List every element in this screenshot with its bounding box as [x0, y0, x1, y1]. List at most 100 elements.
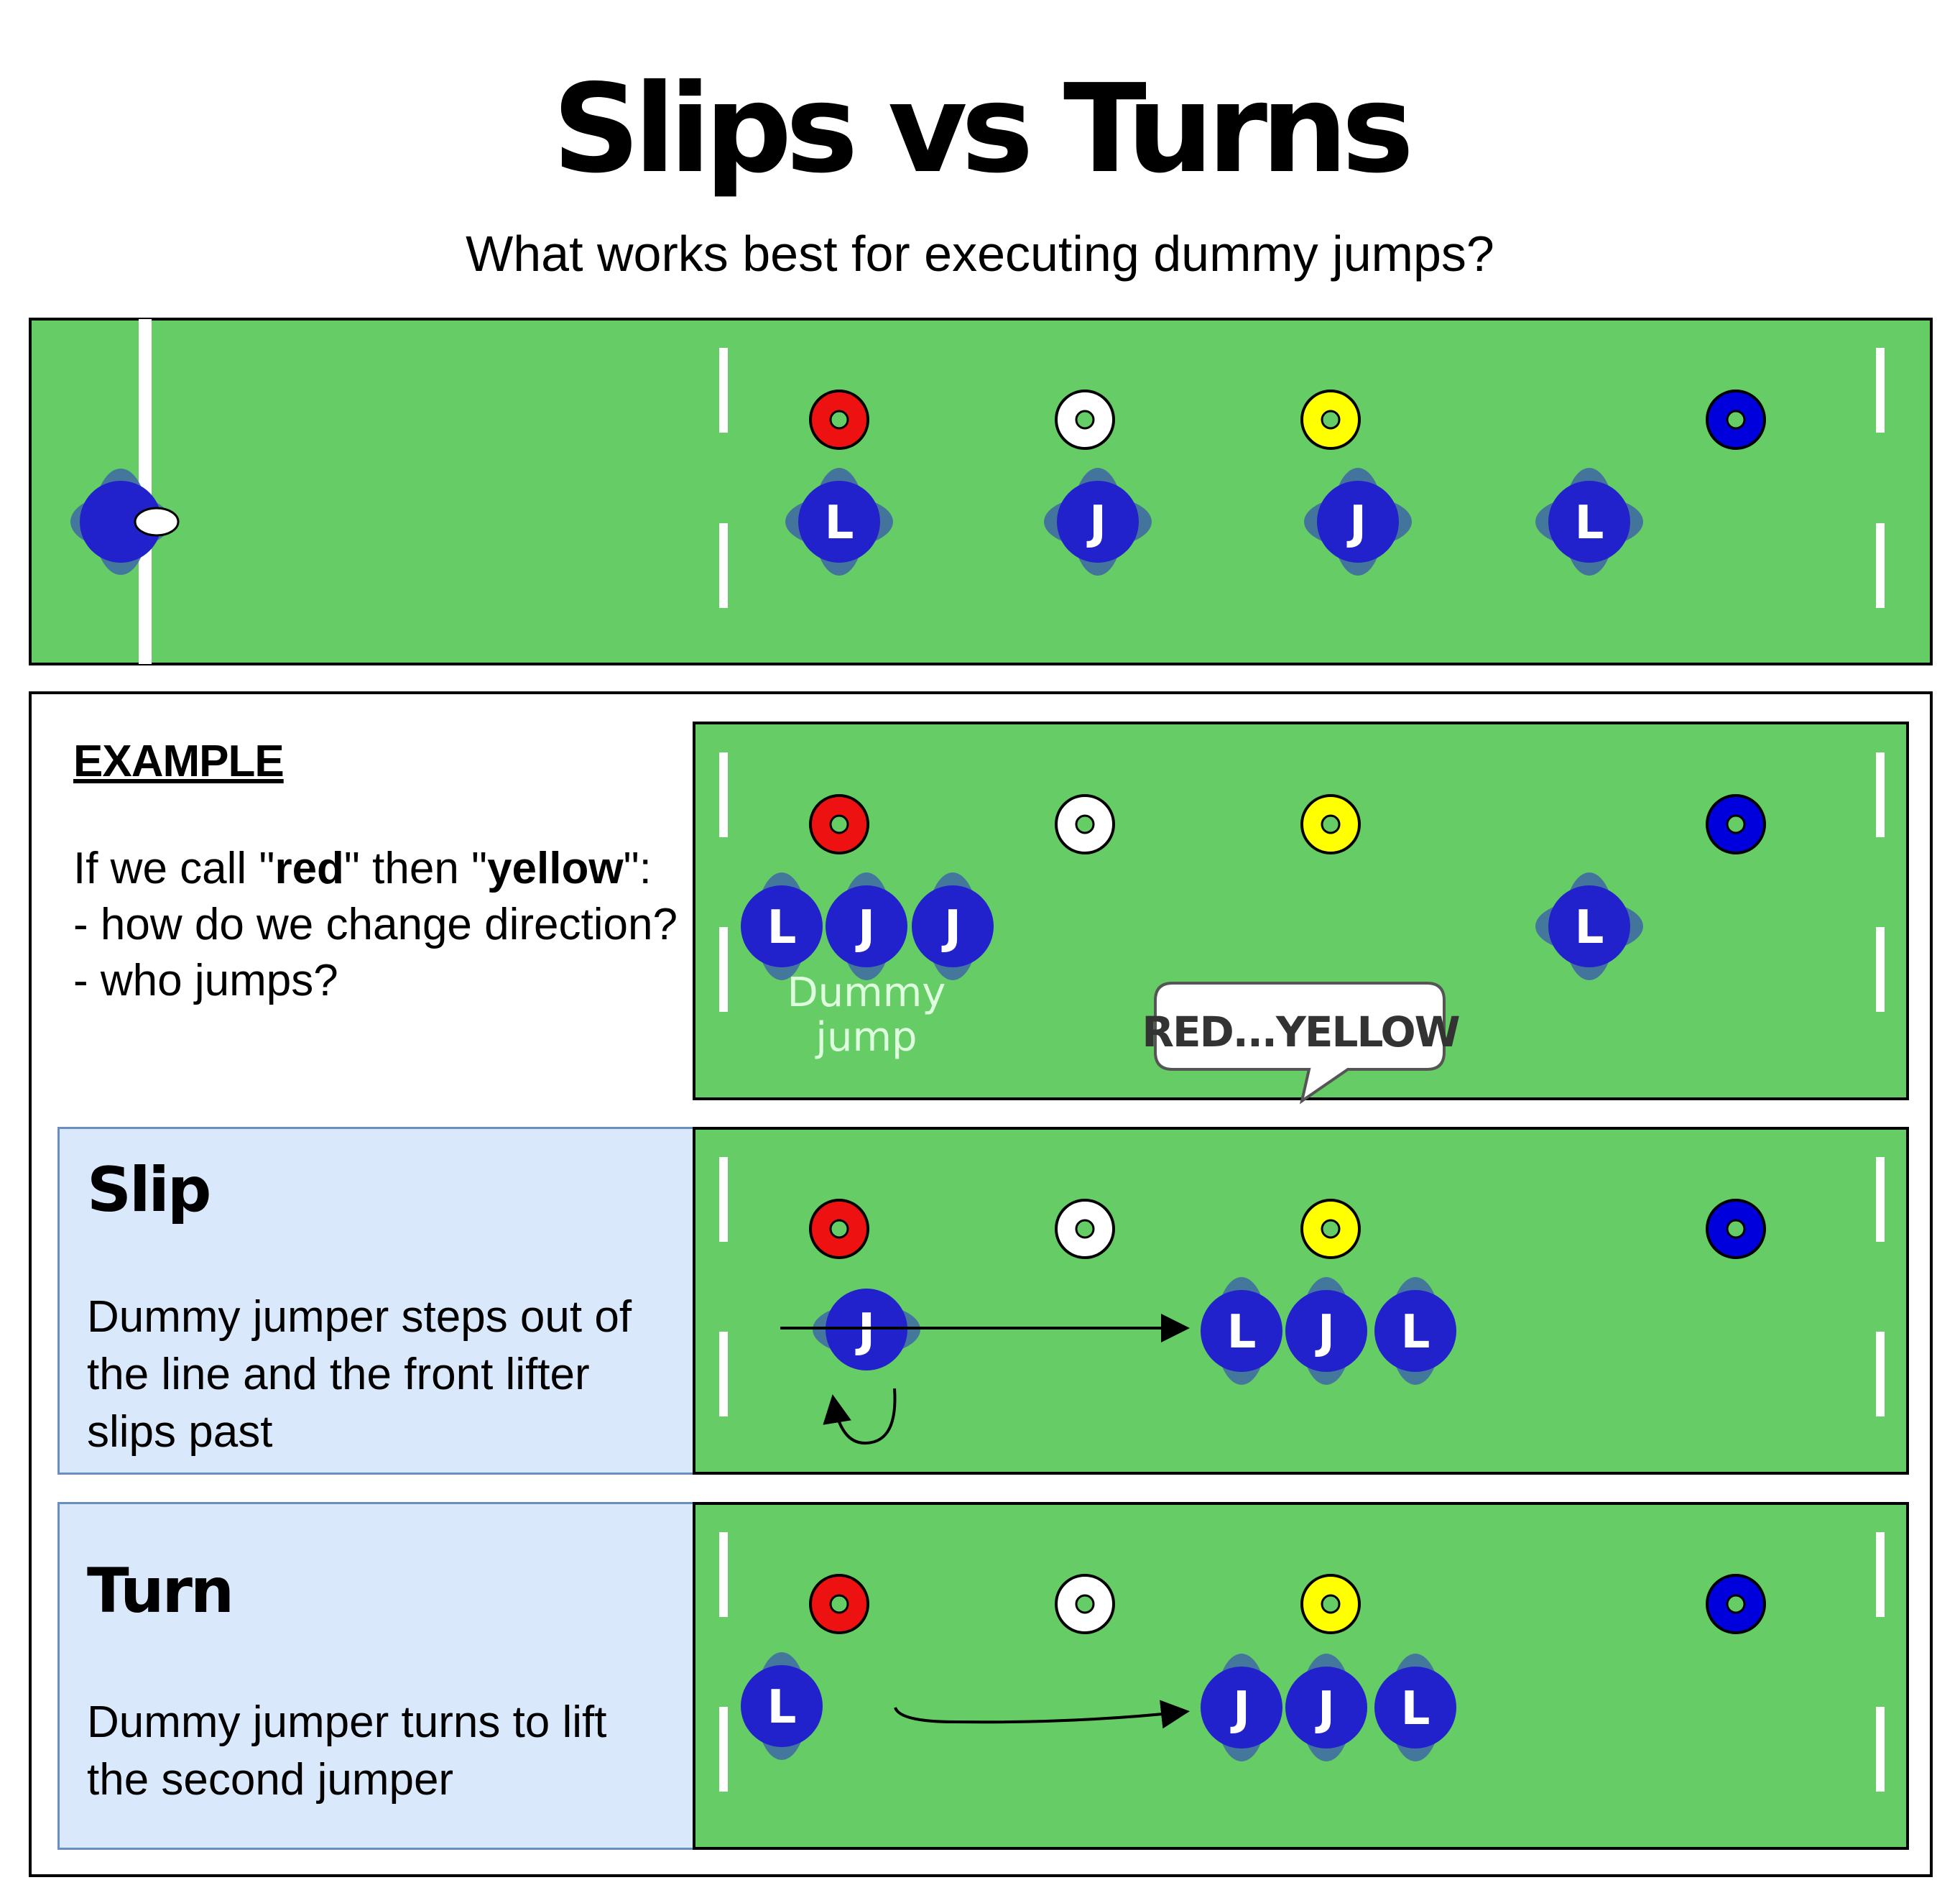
- call-speech-text: RED...YELLOW: [1142, 1008, 1459, 1056]
- pitch-marking: [719, 348, 728, 433]
- pitch-marking: [1876, 1532, 1885, 1617]
- page-title: Slips vs Turns: [552, 58, 1415, 201]
- blue-cone: [1706, 390, 1766, 450]
- player-marker: [741, 1665, 823, 1747]
- player-marker: [1374, 1290, 1456, 1372]
- player-letter: L: [767, 1681, 797, 1734]
- yellow-cone: [1300, 794, 1361, 854]
- jumper-player: J: [1201, 1654, 1282, 1761]
- blue-cone: [1706, 794, 1766, 854]
- jumper-player: J: [1304, 468, 1412, 576]
- pitch-marking: [719, 523, 728, 608]
- slip-desc-line: the line and the front lifter: [87, 1350, 590, 1399]
- blue-cone: [1706, 1574, 1766, 1634]
- player-letter: J: [1086, 497, 1106, 550]
- player-letter: L: [825, 497, 854, 550]
- call-red: red: [274, 844, 344, 893]
- slip-step-out-arrow: [823, 1388, 897, 1445]
- call-text-pre: If we call ": [73, 844, 275, 893]
- player-marker: [798, 481, 880, 563]
- pitch-marking: [719, 752, 728, 837]
- player-letter: L: [1401, 1306, 1430, 1359]
- jumper-player: J: [826, 872, 907, 980]
- player-letter: L: [767, 901, 797, 954]
- jumper-player: J: [1285, 1654, 1367, 1761]
- lifter-player: L: [1535, 872, 1643, 980]
- turn-description: Dummy jumper turns to lift the second ju…: [87, 1694, 690, 1809]
- pitch-marking: [719, 927, 728, 1012]
- yellow-cone: [1300, 1574, 1361, 1634]
- slip-desc-line: Dummy jumper steps out of: [87, 1292, 632, 1342]
- player-letter: J: [855, 901, 875, 954]
- red-cone: [809, 1574, 869, 1634]
- call-yellow: yellow: [487, 844, 624, 893]
- example-question-jumper: - who jumps?: [73, 956, 338, 1005]
- player-letter: J: [855, 1304, 875, 1358]
- player-marker: [912, 885, 994, 967]
- yellow-cone: [1300, 390, 1361, 450]
- player-letter: L: [1575, 901, 1604, 954]
- lifter-player: L: [1374, 1654, 1456, 1761]
- lifter-player: L: [1374, 1277, 1456, 1385]
- pitch-marking: [719, 1157, 728, 1242]
- player-letter: J: [1230, 1682, 1250, 1736]
- slip-title: Slip: [87, 1154, 211, 1226]
- player-marker: [1374, 1667, 1456, 1748]
- slip-description: Dummy jumper steps out of the line and t…: [87, 1289, 690, 1461]
- red-cone: [809, 390, 869, 450]
- player-marker: [1057, 481, 1139, 563]
- dummy-jump-label: Dummy: [787, 969, 946, 1016]
- player-marker: [1548, 481, 1630, 563]
- pitch-marking: [1876, 1157, 1885, 1242]
- page-subtitle: What works best for executing dummy jump…: [466, 226, 1494, 282]
- lifter-player: L: [741, 1652, 823, 1760]
- player-letter: L: [1575, 497, 1604, 550]
- example-call-line: If we call "red" then "yellow":: [73, 841, 678, 897]
- player-marker: [1201, 1667, 1282, 1748]
- slip-desc-line: slips past: [87, 1407, 273, 1457]
- turn-desc-line: the second jumper: [87, 1755, 454, 1805]
- player-letter: J: [1346, 497, 1367, 550]
- pitch-marking: [719, 1532, 728, 1617]
- turn-description-box: Turn Dummy jumper turns to lift the seco…: [57, 1502, 698, 1850]
- call-text-post: ":: [623, 844, 652, 893]
- lifter-player: L: [1535, 468, 1643, 576]
- example-heading: EXAMPLE: [73, 737, 285, 786]
- jumper-player: J: [1044, 468, 1152, 576]
- player-marker: [1285, 1290, 1367, 1372]
- pitch-marking: [1876, 1332, 1885, 1416]
- player-letter: L: [1227, 1306, 1257, 1359]
- example-question: If we call "red" then "yellow": - how do…: [73, 841, 678, 1009]
- turn-title: Turn: [87, 1555, 234, 1627]
- player-letter: J: [1315, 1682, 1335, 1736]
- player-marker: [826, 885, 907, 967]
- pitch-marking: [1876, 1707, 1885, 1792]
- turn-desc-line: Dummy jumper turns to lift: [87, 1697, 607, 1747]
- red-cone: [809, 1199, 869, 1259]
- example-question-direction: - how do we change direction?: [73, 900, 678, 949]
- dummy-jump-label: jump: [814, 1014, 917, 1061]
- white-cone: [1055, 1199, 1115, 1259]
- player-marker: [1285, 1667, 1367, 1748]
- pitch-marking: [719, 1332, 728, 1416]
- player-marker: [741, 885, 823, 967]
- player-letter: L: [1401, 1682, 1430, 1736]
- blue-cone: [1706, 1199, 1766, 1259]
- white-cone: [1055, 1574, 1115, 1634]
- jumper-player: J: [1285, 1277, 1367, 1385]
- white-cone: [1055, 794, 1115, 854]
- lifter-player: L: [741, 872, 823, 980]
- pitch-marking: [1876, 752, 1885, 837]
- speech-bubble: RED...YELLOW: [1142, 982, 1461, 1105]
- yellow-cone: [1300, 1199, 1361, 1259]
- pitch-marking: [1876, 523, 1885, 608]
- lifter-player: L: [1201, 1277, 1282, 1385]
- rugby-ball-icon: [134, 507, 180, 537]
- player-letter: J: [1315, 1306, 1335, 1359]
- pitch-marking: [1876, 927, 1885, 1012]
- player-marker: [1201, 1290, 1282, 1372]
- pitch-marking: [719, 1707, 728, 1792]
- player-marker: [1548, 885, 1630, 967]
- turn-move-arrow: [894, 1700, 1190, 1729]
